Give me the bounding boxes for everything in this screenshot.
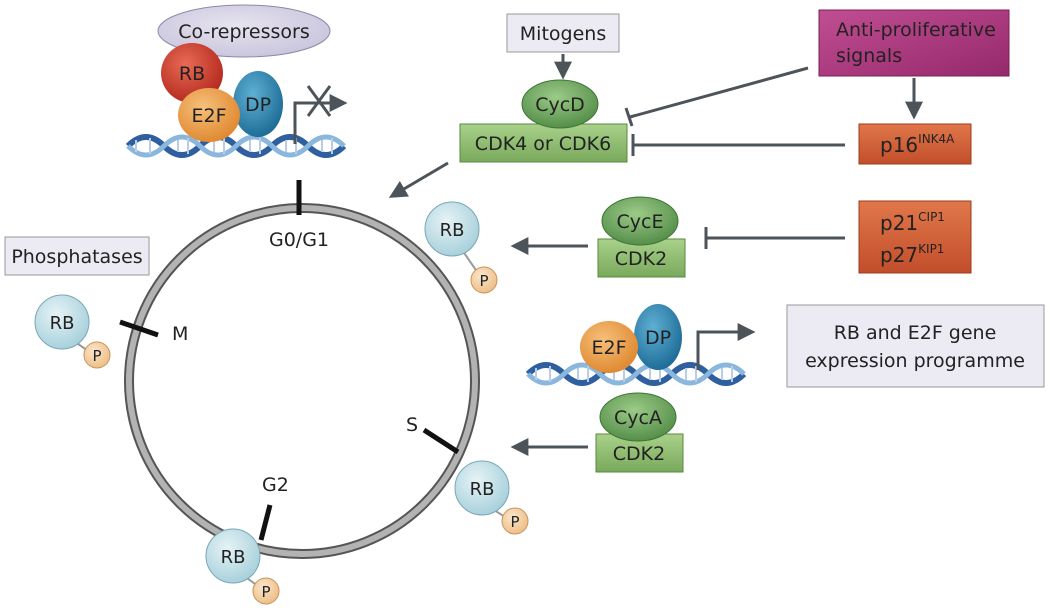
phosphatases-box (4, 236, 150, 276)
cyca-label: CycA (614, 407, 662, 429)
p21-label: p21CIP1 (880, 210, 945, 235)
cyce-label: CycE (617, 211, 664, 233)
e2f-protein-active (580, 321, 638, 373)
p27-label: p27KIP1 (880, 242, 944, 267)
p27-superscript: KIP1 (918, 242, 944, 256)
transcription-arrow (696, 323, 756, 370)
gene-programme-box (786, 304, 1045, 388)
antiproliferative-box (818, 9, 1010, 77)
blocked-transcription-arrow (293, 94, 348, 144)
s-tick (422, 427, 460, 455)
rb-p-s-p-label: P (510, 513, 519, 531)
e2f-label-active: E2F (591, 337, 626, 359)
rb-red-label: RB (179, 63, 205, 85)
rb-p-m-p-label: P (92, 347, 101, 365)
dp-label-active: DP (645, 327, 671, 349)
cyce-protein (601, 196, 679, 246)
rb-p-g1-p-label: P (479, 272, 488, 290)
cdk46-label: CDK4 or CDK6 (475, 133, 611, 155)
rb-p-g1-rb-label: RB (440, 220, 465, 241)
g2-tick (258, 504, 273, 541)
rb-p-g2-rb-label: RB (221, 547, 246, 568)
e2f-label-top: E2F (191, 105, 226, 127)
dna-helix-active (525, 362, 747, 386)
phase-label-m: M (172, 323, 188, 345)
corepressors-label: Co-repressors (178, 21, 309, 43)
cdk2-e-label: CDK2 (615, 248, 667, 270)
x-block-icon (306, 85, 332, 117)
p16-superscript: INK4A (918, 132, 955, 146)
cdk46-box (459, 123, 628, 163)
anti-inhibits-cycd (629, 66, 809, 119)
rb-p-s-rb-label: RB (470, 479, 495, 500)
cycd-label: CycD (535, 94, 585, 116)
e2f-protein-top (178, 88, 240, 142)
cdk2-a-label: CDK2 (613, 443, 665, 465)
phase-label-s: S (406, 414, 418, 436)
dp-protein-top (233, 71, 283, 137)
mitogens-label: Mitogens (520, 23, 606, 45)
m-tick (119, 319, 159, 338)
dp-label-top: DP (245, 94, 271, 116)
p16-label: p16INK4A (880, 132, 955, 157)
p21-superscript: CIP1 (918, 210, 945, 224)
cyca-protein (599, 392, 677, 442)
rb-p-m-rb-label: RB (50, 313, 75, 334)
cycd-to-g1-arrow (388, 161, 449, 198)
rb-p-g1: RB P (424, 201, 498, 294)
p21-p27-box (858, 200, 972, 274)
corepressors-ellipse (157, 4, 331, 58)
rb-p-m: RB P (34, 294, 111, 369)
rb-red-protein (161, 43, 223, 103)
phosphatases-label: Phosphatases (11, 246, 142, 268)
cycd-protein (521, 79, 599, 129)
rb-p-g2: RB P (205, 528, 280, 605)
gene-programme-line2: expression programme (805, 350, 1025, 372)
dp-protein-active (634, 304, 682, 370)
phase-label-g0g1: G0/G1 (269, 229, 329, 251)
dna-helix-top (125, 134, 347, 158)
anti-inhibits-cycd-bar (624, 107, 634, 127)
mitogens-box (506, 13, 620, 53)
antiproliferative-line2: signals (836, 45, 902, 67)
antiproliferative-line1: Anti-proliferative (836, 19, 996, 41)
gene-programme-line1: RB and E2F gene (834, 322, 997, 344)
cell-cycle-ring (124, 203, 480, 559)
rb-p-s: RB P (454, 460, 529, 535)
phase-label-g2: G2 (262, 474, 289, 496)
p16-box (858, 123, 972, 165)
rb-p-g2-p-label: P (261, 583, 270, 601)
